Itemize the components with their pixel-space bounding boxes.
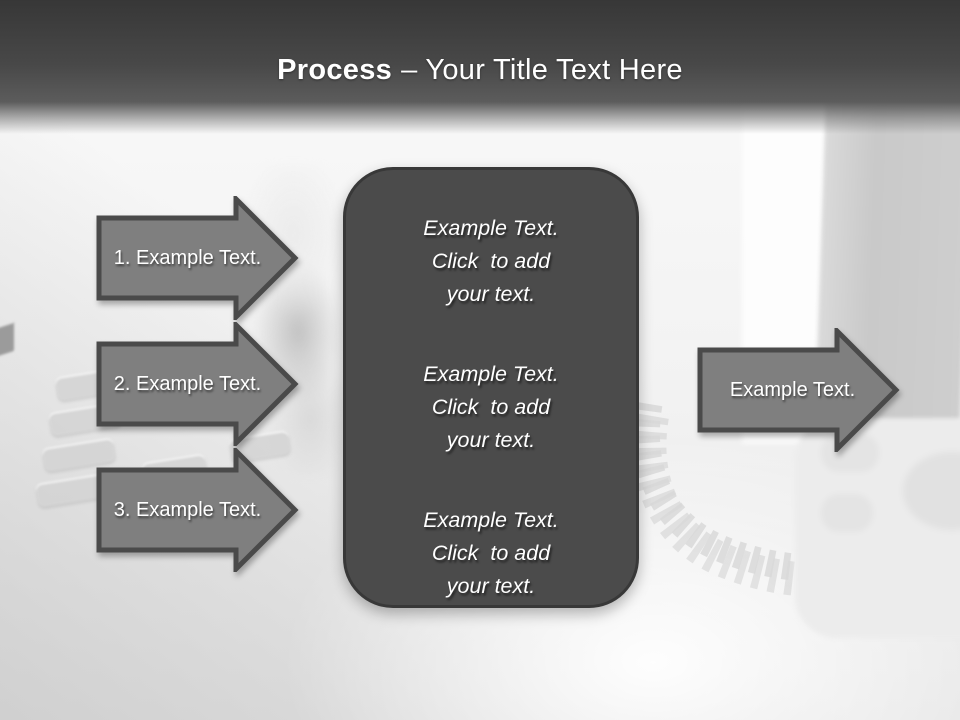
bg-phone-speaker bbox=[903, 452, 960, 530]
arrow-shape bbox=[96, 322, 299, 446]
paragraph-line: your text. bbox=[446, 282, 536, 306]
process-step-arrow-1[interactable]: 1. Example Text. bbox=[96, 196, 299, 320]
paragraph-line: Click to add bbox=[431, 395, 551, 419]
placeholder-paragraph-1[interactable]: Example Text. Click to add your text. bbox=[364, 212, 618, 311]
paragraph-line: Example Text. bbox=[423, 362, 559, 386]
step-1-label: 1. Example Text. bbox=[113, 246, 262, 269]
paragraph-line: Example Text. bbox=[423, 216, 559, 240]
arrow-shape bbox=[697, 328, 900, 452]
bg-phone-button bbox=[821, 434, 879, 472]
paragraph-line: Click to add bbox=[431, 249, 551, 273]
process-step-arrow-2[interactable]: 2. Example Text. bbox=[96, 322, 299, 446]
title-keyword: Process bbox=[277, 54, 393, 86]
bg-phone-body bbox=[795, 418, 960, 638]
arrow-shape bbox=[96, 448, 299, 572]
slide-title[interactable]: Process– Your Title Text Here bbox=[277, 54, 683, 87]
step-2-label: 2. Example Text. bbox=[113, 372, 262, 395]
bg-phone-button bbox=[821, 494, 873, 532]
output-arrow[interactable]: Example Text. bbox=[697, 328, 900, 452]
center-text-box[interactable]: Example Text. Click to add your text. Ex… bbox=[343, 167, 639, 608]
placeholder-paragraph-3[interactable]: Example Text. Click to add your text. bbox=[364, 504, 618, 603]
arrow-shape bbox=[96, 196, 299, 320]
placeholder-paragraph-2[interactable]: Example Text. Click to add your text. bbox=[364, 358, 618, 457]
paragraph-line: Click to add bbox=[431, 541, 551, 565]
title-subtitle: – Your Title Text Here bbox=[401, 54, 683, 86]
process-step-arrow-3[interactable]: 3. Example Text. bbox=[96, 448, 299, 572]
paragraph-line: your text. bbox=[446, 428, 536, 452]
paragraph-line: your text. bbox=[446, 574, 536, 598]
output-arrow-label: Example Text. bbox=[729, 378, 856, 401]
title-bar: Process– Your Title Text Here bbox=[0, 0, 960, 134]
step-3-label: 3. Example Text. bbox=[113, 498, 262, 521]
paragraph-line: Example Text. bbox=[423, 508, 559, 532]
